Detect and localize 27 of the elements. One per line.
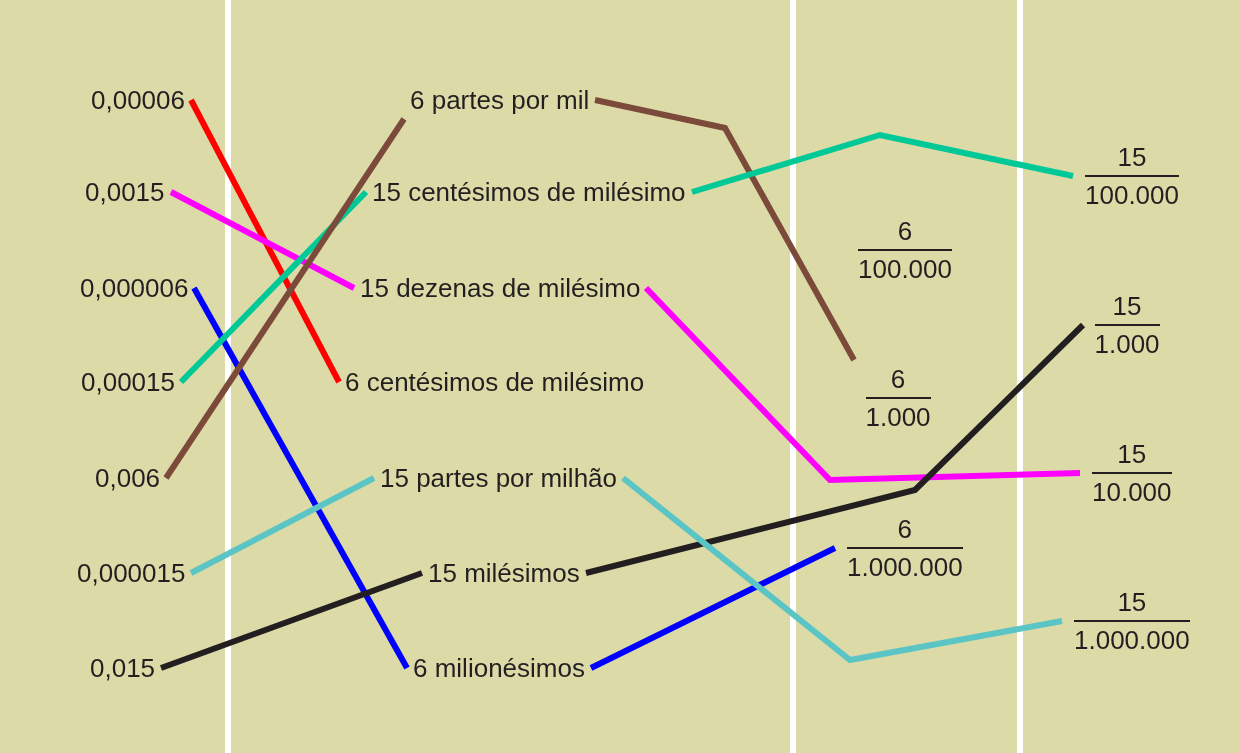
matching-line — [159, 570, 424, 671]
numerator: 15 — [1117, 438, 1147, 471]
denominator: 100.000 — [858, 253, 952, 286]
denominator: 10.000 — [1092, 476, 1172, 509]
numerator: 15 — [1112, 290, 1142, 323]
matching-line — [191, 286, 410, 670]
matching-line — [594, 97, 857, 362]
numerator: 6 — [897, 513, 913, 546]
denominator: 100.000 — [1085, 179, 1179, 212]
matching-line — [585, 322, 1086, 576]
denominator: 1.000.000 — [1074, 624, 1190, 657]
matching-line — [178, 189, 369, 385]
numerator: 6 — [897, 215, 913, 248]
numerator: 15 — [1117, 141, 1147, 174]
matching-line — [589, 545, 837, 671]
numerator: 15 — [1117, 586, 1147, 619]
matching-line — [189, 475, 376, 576]
denominator: 1.000.000 — [847, 551, 963, 584]
matching-line — [169, 189, 356, 291]
denominator: 1.000 — [865, 401, 931, 434]
matching-line — [163, 117, 407, 480]
matching-line — [691, 131, 1074, 195]
matching-line — [188, 98, 342, 384]
numerator: 6 — [890, 363, 906, 396]
matching-line — [643, 285, 1081, 484]
matching-line — [621, 475, 1063, 664]
denominator: 1.000 — [1094, 328, 1160, 361]
